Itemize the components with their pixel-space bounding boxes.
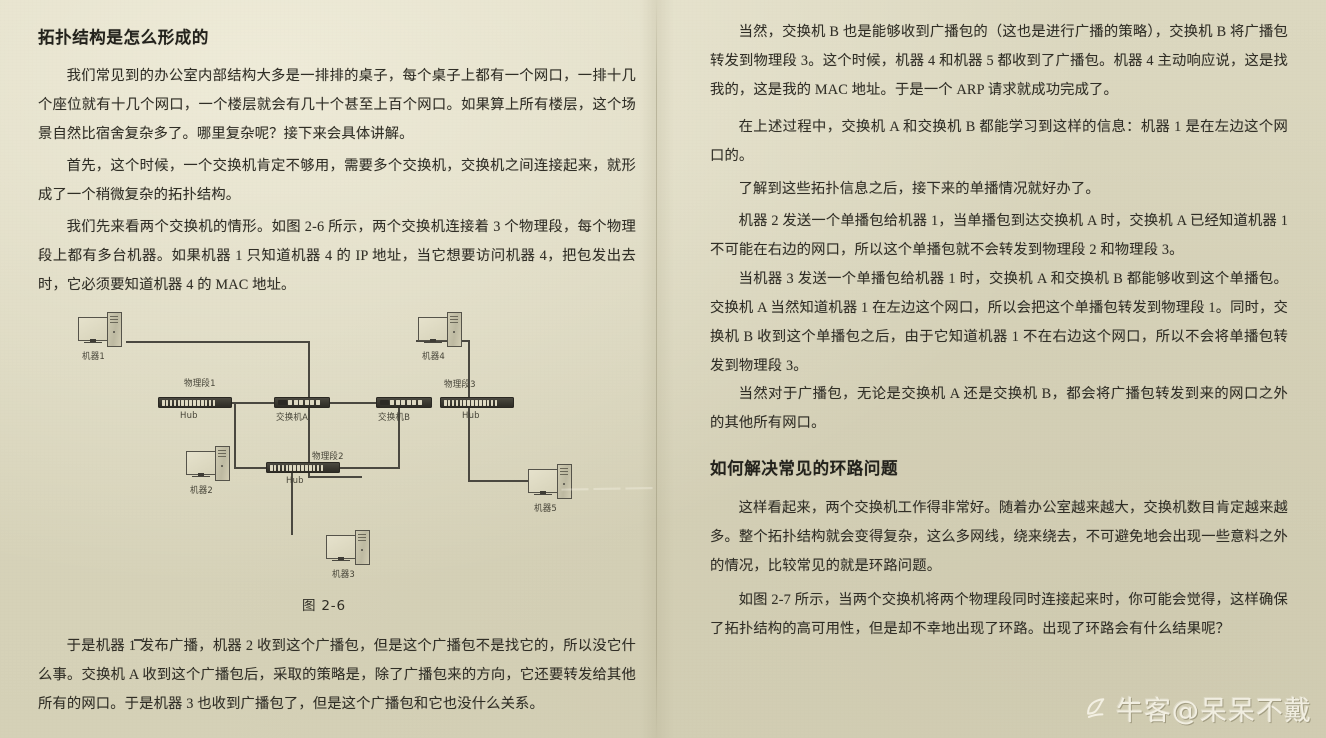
node-switch-B	[376, 397, 432, 408]
niuke-logo-icon	[1083, 695, 1110, 722]
left-column: 拓扑结构是怎么形成的 我们常见到的办公室内部结构大多是一排排的桌子，每个桌子上都…	[38, 0, 638, 738]
right-paragraph-8: 如图 2-7 所示，当两个交换机将两个物理段同时连接起来时，你可能会觉得，这样确…	[710, 592, 1288, 637]
right-paragraph-2: 在上述过程中，交换机 A 和交换机 B 都能学习到这样的信息：机器 1 是在左边…	[710, 119, 1288, 164]
left-paragraph-3: 我们先来看两个交换机的情形。如图 2-6 所示，两个交换机连接着 3 个物理段，…	[38, 219, 636, 293]
left-paragraph-2: 首先，这个时候，一个交换机肯定不够用，需要多个交换机，交换机之间连接起来，就形成…	[38, 158, 636, 203]
right-paragraph-5: 当机器 3 发送一个单播包给机器 1 时，交换机 A 和交换机 B 都能够收到这…	[710, 271, 1288, 374]
wire-up-to-swB	[234, 402, 254, 404]
wire-hub2-left	[234, 467, 270, 469]
label-物理段2: 物理段2	[312, 451, 344, 463]
wire-hub1-to-swA-a	[134, 639, 142, 641]
label-switch-A: 交换机A	[276, 412, 309, 424]
label-switch-B: 交换机B	[378, 412, 411, 424]
wire-hub1-down	[308, 408, 310, 477]
node-computer-机器5	[528, 464, 576, 499]
label-机器4: 机器4	[422, 351, 446, 363]
right-paragraph-3: 了解到这些拓扑信息之后，接下来的单播情况就好办了。	[738, 181, 1100, 197]
wire-hub2-to-pc3	[291, 473, 293, 535]
figure-caption: 图 2-6	[302, 598, 346, 614]
right-paragraph-6: 当然对于广播包，无论是交换机 A 还是交换机 B，都会将广播包转发到来的网口之外…	[710, 386, 1288, 431]
figure-2-6: 机器1 物理段1 Hub 交换机A 机器2 物理段2	[38, 298, 636, 641]
node-hub-1	[158, 397, 232, 408]
wire-hub1-to-pc2	[308, 476, 362, 478]
label-机器3: 机器3	[332, 569, 356, 581]
label-机器2: 机器2	[190, 485, 214, 497]
left-section-heading: 拓扑结构是怎么形成的	[38, 28, 209, 47]
node-switch-A	[274, 397, 330, 408]
watermark: 牛客@呆呆不戴	[1083, 689, 1312, 728]
right-column: 当然，交换机 B 也是能够收到广播包的（这也是进行广播的策略），交换机 B 将广…	[710, 0, 1310, 738]
node-computer-机器1	[78, 312, 126, 347]
wire-hub2-up	[234, 402, 236, 468]
wire-pc1-down	[308, 341, 310, 407]
label-hub-3: Hub	[462, 410, 480, 422]
monitor-icon	[78, 317, 110, 341]
wire-to-pc5	[468, 480, 530, 482]
page-spine-line	[656, 0, 657, 738]
node-computer-机器4	[418, 312, 466, 347]
right-section-heading: 如何解决常见的环路问题	[710, 459, 899, 478]
right-paragraph-1: 当然，交换机 B 也是能够收到广播包的（这也是进行广播的策略），交换机 B 将广…	[710, 24, 1288, 98]
right-paragraph-7: 这样看起来，两个交换机工作得非常好。随着办公室越来越大，交换机数目肯定越来越多。…	[710, 500, 1288, 574]
wire-hub3-down	[468, 403, 470, 481]
monitor-stand	[90, 339, 96, 342]
wire-swA-down	[398, 402, 400, 468]
node-computer-机器2	[186, 446, 234, 481]
label-hub-2: Hub	[286, 475, 304, 487]
wire-pc1-right	[126, 341, 310, 343]
wire-hub3-up	[468, 340, 470, 403]
node-hub-2	[266, 462, 340, 473]
wire-hub1-to-swA	[186, 402, 332, 404]
watermark-text: 牛客@呆呆不戴	[1116, 696, 1312, 727]
label-机器5: 机器5	[534, 503, 558, 515]
page-spine-shadow	[640, 0, 674, 738]
label-物理段3: 物理段3	[444, 379, 476, 391]
tower-icon	[107, 312, 122, 347]
wire-to-hub2-right	[314, 467, 400, 469]
monitor-base	[84, 341, 102, 344]
node-hub-3	[440, 397, 514, 408]
node-computer-机器3	[326, 530, 374, 565]
right-paragraph-4: 机器 2 发送一个单播包给机器 1，当单播包到达交换机 A 时，交换机 A 已经…	[710, 213, 1288, 258]
wire-swB-to-hub3	[308, 402, 400, 404]
label-hub-1: Hub	[180, 410, 198, 422]
label-物理段1: 物理段1	[184, 378, 216, 390]
left-paragraph-1: 我们常见到的办公室内部结构大多是一排排的桌子，每个桌子上都有一个网口，一排十几个…	[38, 68, 636, 142]
left-paragraph-after-figure: 于是机器 1 发布广播，机器 2 收到这个广播包，但是这个广播包不是找它的，所以…	[38, 638, 636, 712]
label-机器1: 机器1	[82, 351, 106, 363]
